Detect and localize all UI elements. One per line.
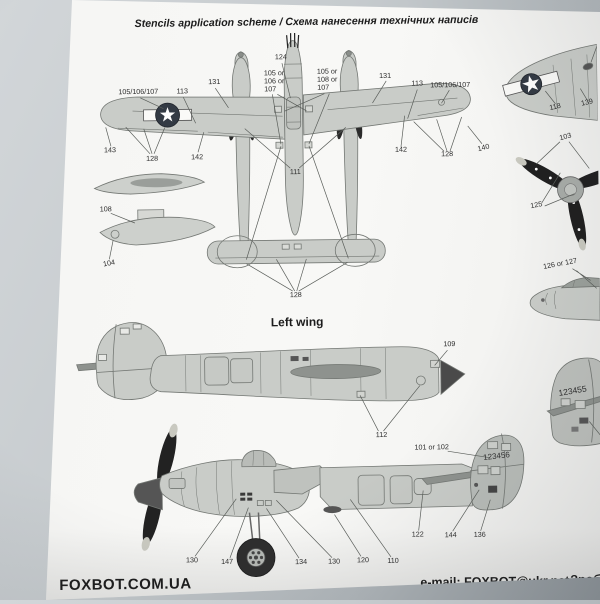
callout-label: 108	[100, 204, 112, 213]
stencil-marks	[240, 492, 253, 501]
callout-label: 105 or	[317, 67, 338, 76]
callout-label: 113	[411, 78, 423, 87]
canopy-side-view	[241, 450, 277, 468]
nose-guns	[286, 33, 300, 49]
callout-label: 105/106/107	[118, 87, 158, 96]
callout-label: 142	[395, 145, 407, 154]
callout-label: 143	[104, 145, 116, 154]
callout-label: 126 or 127	[542, 256, 577, 271]
footer-email: e-mail: FOXBOT@ukr.net	[420, 574, 570, 590]
callout-label: 128	[290, 290, 302, 299]
callout-label: 130	[328, 557, 340, 566]
callout-label: 112	[376, 430, 388, 439]
left-wing-heading: Left wing	[271, 315, 324, 330]
callout-label: 103	[558, 130, 572, 142]
callout-label: 101 or 102	[414, 442, 448, 451]
callout-label: 136	[474, 530, 486, 539]
right-wing-panel-partial	[502, 43, 599, 121]
left-wing-side-view	[76, 322, 466, 402]
callout-label: 131	[208, 77, 220, 86]
callout-label: 104	[102, 257, 115, 268]
callout-label: 109	[443, 339, 455, 348]
callout-label: 108 or	[317, 75, 338, 84]
callout-label: 107	[317, 83, 329, 92]
callout-label: 120	[357, 555, 369, 564]
callout-label: 106 or	[264, 76, 285, 85]
callout-label: 111	[290, 167, 301, 176]
us-insignia-star-icon	[143, 102, 193, 128]
footer-website: FOXBOT.COM.UA	[59, 575, 192, 594]
callout-label: 125	[530, 199, 543, 210]
canopy-top-view	[286, 96, 302, 130]
drop-tanks-drawing	[93, 173, 216, 246]
us-insignia-star-icon	[502, 70, 561, 97]
callout-label: 140	[476, 141, 490, 153]
callout-label: 134	[295, 557, 307, 566]
callout-label: 142	[191, 152, 203, 161]
callout-label: 113	[177, 86, 189, 95]
callout-label: 130	[186, 555, 198, 564]
callout-label: 105/106/107	[430, 80, 470, 89]
callout-label: 124	[275, 52, 287, 61]
callout-label: 128	[441, 149, 453, 158]
callout-label: 118	[548, 101, 561, 112]
callout-label: 131	[379, 71, 391, 80]
callout-label: 110	[387, 556, 399, 565]
callout-label: 147	[221, 557, 233, 566]
callout-label: 144	[445, 530, 457, 539]
callout-label: 139	[580, 96, 594, 107]
callout-label: 122	[412, 530, 424, 539]
nose-profile-partial	[529, 277, 600, 321]
callout-label: 105 or	[264, 68, 285, 77]
page-title: Stencils application scheme / Схема нане…	[135, 14, 479, 30]
propeller-drawing	[515, 157, 600, 251]
tail-fin-partial	[546, 357, 600, 447]
callout-label: 123455	[558, 383, 588, 398]
callout-label: 123456	[483, 450, 511, 462]
fuselage-side-view	[133, 423, 525, 577]
callout-lines	[105, 46, 600, 559]
callout-label: 107	[264, 84, 276, 93]
footer-made-in: Зробл	[570, 572, 600, 586]
callout-label: 128	[146, 154, 158, 163]
top-view-drawing	[100, 33, 471, 269]
